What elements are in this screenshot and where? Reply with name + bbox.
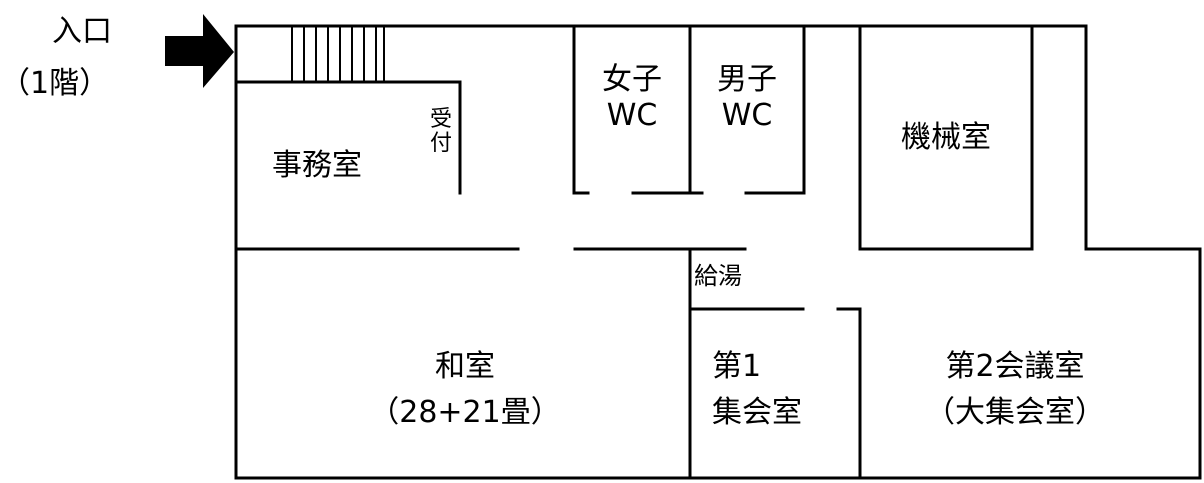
entrance-label: 入口 <box>52 14 112 49</box>
room-machine: 機械室 <box>901 120 991 155</box>
room-reception: 受 付 <box>429 107 452 156</box>
entrance-arrow-icon <box>165 14 234 88</box>
stairs <box>291 26 385 82</box>
room-mens-wc: 男子 WC <box>717 62 777 133</box>
room-office: 事務室 <box>272 148 362 183</box>
entrance-floor: （1階） <box>0 66 110 101</box>
room-kitchenette: 給湯 <box>694 262 742 290</box>
room-womens-wc: 女子 WC <box>602 62 662 133</box>
room-japanese: 和室 （28+21畳） <box>369 349 561 430</box>
room-meeting-1: 第1 集会室 <box>712 349 802 430</box>
room-meeting-2: 第2会議室 （大集会室） <box>925 349 1105 430</box>
